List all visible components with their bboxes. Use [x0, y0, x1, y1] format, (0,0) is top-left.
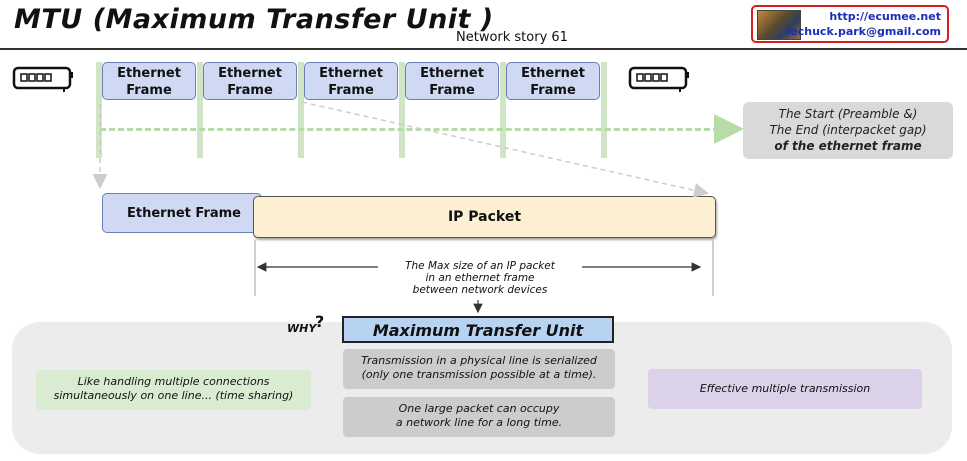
- question-icon: ?: [315, 312, 325, 331]
- gap-note: The Start (Preamble &) The End (interpac…: [743, 102, 953, 159]
- time-sharing-line1: Like handling multiple connections: [77, 375, 270, 388]
- max-size-line1: The Max size of an IP packet: [405, 260, 555, 272]
- max-size-line2: in an ethernet frame: [425, 272, 535, 284]
- max-size-label: The Max size of an IP packet in an ether…: [380, 260, 580, 296]
- switch-right-icon: [628, 66, 689, 92]
- max-size-line3: between network devices: [412, 284, 548, 296]
- serialized-note: Transmission in a physical line is seria…: [343, 349, 615, 389]
- zoom-line-right: [301, 101, 709, 198]
- serialized-line1: Transmission in a physical line is seria…: [361, 354, 597, 367]
- gap-note-line1: The Start (Preamble &): [778, 107, 918, 121]
- ip-packet: IP Packet: [253, 196, 716, 238]
- gap-bar: [298, 62, 304, 158]
- gap-bar: [399, 62, 405, 158]
- logo-box[interactable]: http://ecumee.net lechuck.park@gmail.com: [751, 5, 949, 43]
- page-title: MTU (Maximum Transfer Unit ): [14, 4, 494, 35]
- switch-left-icon: [12, 66, 73, 92]
- gap-bar: [197, 62, 203, 158]
- gap-bar: [500, 62, 506, 158]
- why-label: WHY: [287, 322, 317, 335]
- large-packet-line2: a network line for a long time.: [395, 416, 563, 429]
- gap-bar: [96, 62, 102, 158]
- time-sharing-note: Like handling multiple connections simul…: [36, 370, 311, 410]
- packet-boundary-line: [254, 240, 256, 296]
- effective-transmission-note: Effective multiple transmission: [648, 369, 922, 409]
- title-divider: [0, 48, 967, 50]
- gap-bar: [601, 62, 607, 158]
- logo-email[interactable]: lechuck.park@gmail.com: [786, 25, 941, 38]
- ethernet-frame-expanded: Ethernet Frame: [102, 193, 262, 233]
- logo-image: [757, 10, 801, 40]
- time-sharing-line2: simultaneously on one line... (time shar…: [53, 389, 294, 402]
- large-packet-line1: One large packet can occupy: [398, 402, 560, 415]
- packet-boundary-line: [712, 240, 714, 296]
- page-subtitle: Network story 61: [456, 30, 568, 45]
- serialized-line2: (only one transmission possible at a tim…: [361, 368, 597, 381]
- gap-dashed-line: [100, 128, 728, 131]
- gap-note-line3: of the ethernet frame: [774, 139, 922, 153]
- gap-note-line2: The End (interpacket gap): [769, 123, 927, 137]
- logo-url[interactable]: http://ecumee.net: [829, 10, 941, 23]
- mtu-title: Maximum Transfer Unit: [342, 316, 614, 343]
- large-packet-note: One large packet can occupy a network li…: [343, 397, 615, 437]
